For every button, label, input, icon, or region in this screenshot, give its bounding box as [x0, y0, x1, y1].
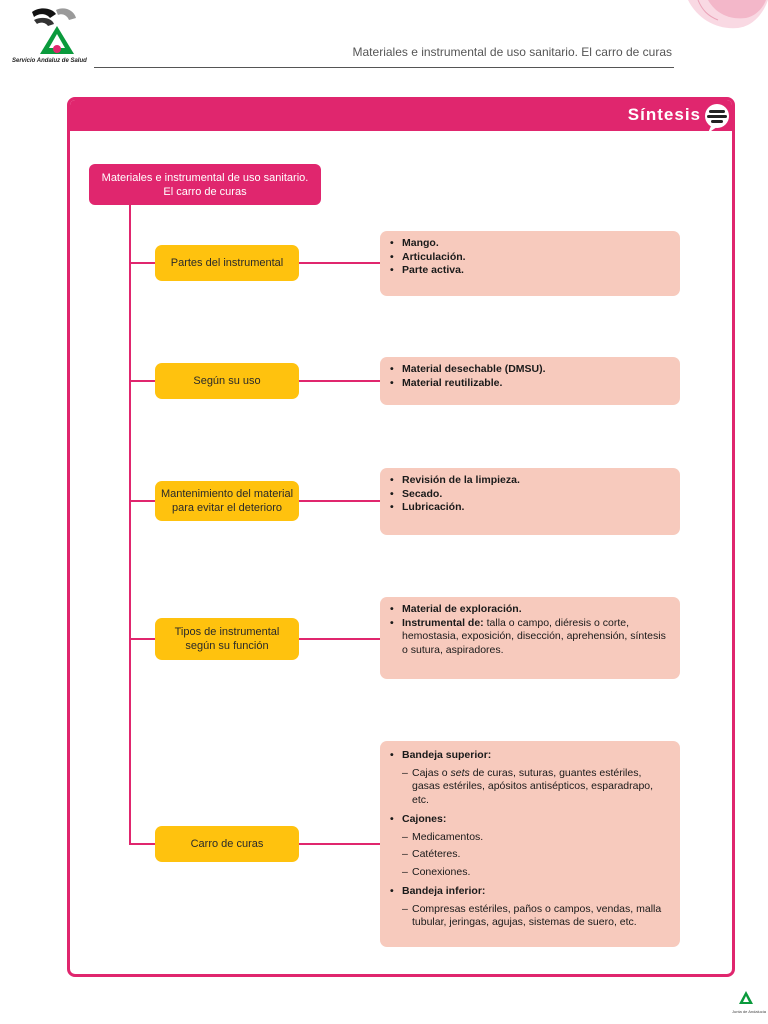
list-item: •Lubricación. [390, 501, 668, 515]
synthesis-title: Síntesis [628, 105, 701, 125]
category-label: Partes del instrumental [155, 256, 299, 270]
speech-bubble-icon [702, 102, 732, 134]
list-item: –Medicamentos. [390, 831, 668, 845]
detail-box-mantenimiento: •Revisión de la limpieza. •Secado. •Lubr… [380, 468, 680, 535]
branch-connector [131, 500, 155, 502]
branch-connector [131, 380, 155, 382]
junta-andalucia-logo [736, 990, 756, 1006]
branch-connector [131, 262, 155, 264]
detail-box-partes: •Mango. •Articulación. •Parte activa. [380, 231, 680, 296]
branch-connector [299, 262, 380, 264]
detail-box-carro: •Bandeja superior: –Cajas o sets de cura… [380, 741, 680, 947]
tree-trunk-connector [129, 205, 131, 845]
list-item: •Material de exploración. [390, 603, 668, 617]
list-item: •Revisión de la limpieza. [390, 474, 668, 488]
category-label-line-2: según su función [155, 639, 299, 653]
section-heading: •Bandeja superior: [390, 749, 668, 763]
category-label-line-1: Mantenimiento del material [155, 487, 299, 501]
branch-connector [131, 843, 155, 845]
list-item: –Cajas o sets de curas, suturas, guantes… [390, 767, 668, 808]
category-label-line-2: para evitar el deterioro [155, 501, 299, 515]
category-carro-curas: Carro de curas [155, 826, 299, 862]
category-label-line-1: Tipos de instrumental [155, 625, 299, 639]
category-label: Según su uso [155, 374, 299, 388]
list-item: •Material desechable (DMSU). [390, 363, 668, 377]
branch-connector [299, 500, 380, 502]
list-item: •Instrumental de: talla o campo, diéresi… [390, 617, 668, 658]
list-item: •Material reutilizable. [390, 377, 668, 391]
decorative-flower-icon [668, 0, 768, 70]
category-partes-instrumental: Partes del instrumental [155, 245, 299, 281]
branch-connector [299, 843, 380, 845]
branch-connector [299, 380, 380, 382]
org-name: Servicio Andaluz de Salud [12, 58, 87, 64]
branch-connector [131, 638, 155, 640]
list-item: •Secado. [390, 488, 668, 502]
root-line-1: Materiales e instrumental de uso sanitar… [89, 171, 321, 185]
category-mantenimiento: Mantenimiento del material para evitar e… [155, 481, 299, 521]
list-item: –Compresas estériles, paños o campos, ve… [390, 903, 668, 930]
root-line-2: El carro de curas [89, 185, 321, 199]
section-heading: •Bandeja inferior: [390, 885, 668, 899]
list-item: •Mango. [390, 237, 668, 251]
list-item: –Conexiones. [390, 866, 668, 880]
list-item: –Catéteres. [390, 848, 668, 862]
list-item: •Parte activa. [390, 264, 668, 278]
footer-org-name: Junta de Andalucía [732, 1009, 766, 1014]
category-label: Carro de curas [155, 837, 299, 851]
detail-box-tipos: •Material de exploración. •Instrumental … [380, 597, 680, 679]
header-rule [94, 67, 674, 68]
category-tipos-instrumental: Tipos de instrumental según su función [155, 618, 299, 660]
section-heading: •Cajones: [390, 813, 668, 827]
root-concept-box: Materiales e instrumental de uso sanitar… [89, 164, 321, 205]
frame-header: Síntesis [70, 100, 732, 131]
list-item: •Articulación. [390, 251, 668, 265]
branch-connector [299, 638, 380, 640]
detail-box-uso: •Material desechable (DMSU). •Material r… [380, 357, 680, 405]
document-title: Materiales e instrumental de uso sanitar… [353, 45, 672, 59]
category-segun-uso: Según su uso [155, 363, 299, 399]
